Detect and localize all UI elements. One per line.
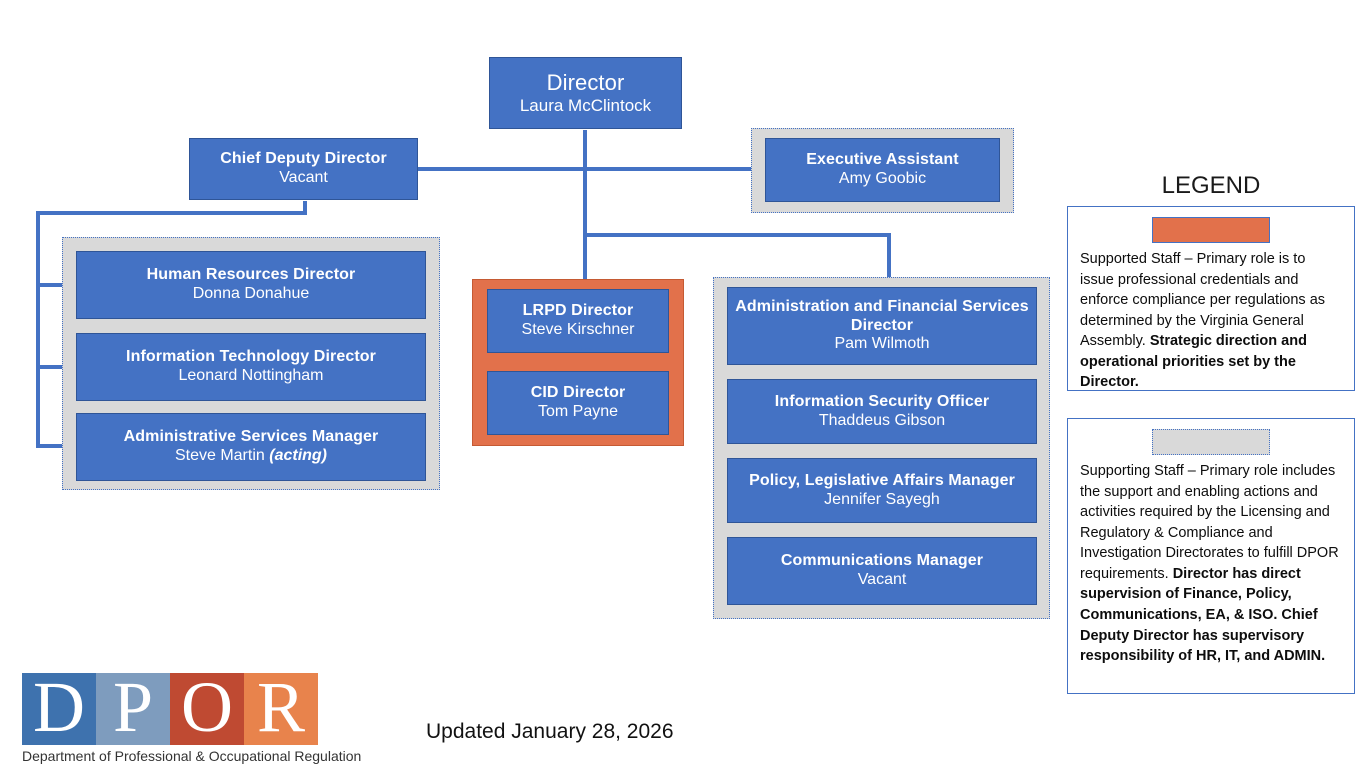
node-it-name: Leonard Nottingham [178,367,324,384]
logo-square-r: R [244,673,318,745]
node-administrative-services-manager[interactable]: Administrative Services Manager Steve Ma… [76,413,426,481]
node-chief-deputy-director[interactable]: Chief Deputy Director Vacant [189,138,418,200]
logo-letter-o: O [181,673,233,745]
legend-text-supporting-staff: Supporting Staff – Primary role includes… [1080,463,1339,665]
node-information-security-officer[interactable]: Information Security Officer Thaddeus Gi… [727,379,1037,444]
node-policy-name: Jennifer Sayegh [824,490,940,508]
node-lrpd-name: Steve Kirschner [521,321,635,338]
node-human-resources-director[interactable]: Human Resources Director Donna Donahue [76,251,426,319]
logo-letter-p: P [112,673,154,745]
logo-square-o: O [170,673,244,745]
legend-heading: LEGEND [1161,172,1261,199]
connector-admin-drop [887,233,891,286]
node-admin-svcs-title: Administrative Services Manager [123,428,379,446]
dpor-logo-caption: Department of Professional & Occupationa… [22,748,362,764]
legend-item-supported-staff: Supported Staff – Primary role is to iss… [1067,206,1355,391]
node-cid-director[interactable]: CID Director Tom Payne [487,371,669,435]
node-exec-assistant-title: Executive Assistant [806,151,959,169]
node-chief-deputy-name: Vacant [279,169,328,186]
node-cid-title: CID Director [530,384,626,402]
node-iso-title: Information Security Officer [774,392,990,410]
node-hr-title: Human Resources Director [146,266,356,284]
node-comms-title: Communications Manager [780,552,984,570]
node-afs-title: Administration and Financial Services Di… [735,297,1029,334]
node-policy-title: Policy, Legislative Affairs Manager [749,471,1015,489]
logo-letter-r: R [256,673,306,745]
dpor-logo-squares: D P O R [22,673,361,745]
node-admin-svcs-name: Steve Martin (acting) [174,447,328,464]
logo-square-p: P [96,673,170,745]
node-director-name: Laura McClintock [519,95,652,115]
node-hr-name: Donna Donahue [192,285,310,302]
updated-date: Updated January 28, 2026 [426,720,674,743]
logo-square-d: D [22,673,96,745]
connector-tier2-horizontal [583,233,891,237]
node-lrpd-director[interactable]: LRPD Director Steve Kirschner [487,289,669,353]
node-chief-deputy-title: Chief Deputy Director [220,150,387,168]
connector-chief-deputy-left [36,211,307,215]
connector-director-trunk [583,130,587,280]
node-comms-name: Vacant [857,571,907,588]
legend-text-supported-staff: Supported Staff – Primary role is to iss… [1080,251,1326,391]
connector-branch-admin-svcs [36,444,80,448]
node-cid-name: Tom Payne [537,403,619,420]
legend-swatch-gray [1152,429,1270,455]
node-communications-manager[interactable]: Communications Manager Vacant [727,537,1037,605]
connector-tier1-horizontal [417,167,770,171]
legend-item-supporting-staff: Supporting Staff – Primary role includes… [1067,418,1355,694]
node-it-title: Information Technology Director [126,348,376,366]
node-executive-assistant[interactable]: Executive Assistant Amy Goobic [765,138,1000,202]
node-exec-assistant-name: Amy Goobic [838,170,927,187]
connector-left-spine [36,211,40,448]
node-lrpd-title: LRPD Director [522,302,634,320]
node-information-technology-director[interactable]: Information Technology Director Leonard … [76,333,426,401]
node-director[interactable]: Director Laura McClintock [489,57,682,129]
logo-letter-d: D [33,673,85,745]
node-director-title: Director [546,70,625,95]
dpor-logo: D P O R Department of Professional & Occ… [22,673,361,764]
node-iso-name: Thaddeus Gibson [818,411,946,429]
legend-swatch-orange [1152,217,1270,243]
connector-chief-deputy-drop [303,201,307,215]
node-policy-legislative-affairs-manager[interactable]: Policy, Legislative Affairs Manager Jenn… [727,458,1037,523]
connector-branch-it [36,365,80,369]
node-admin-financial-services-director[interactable]: Administration and Financial Services Di… [727,287,1037,365]
connector-branch-hr [36,283,80,287]
node-afs-name: Pam Wilmoth [834,335,930,353]
